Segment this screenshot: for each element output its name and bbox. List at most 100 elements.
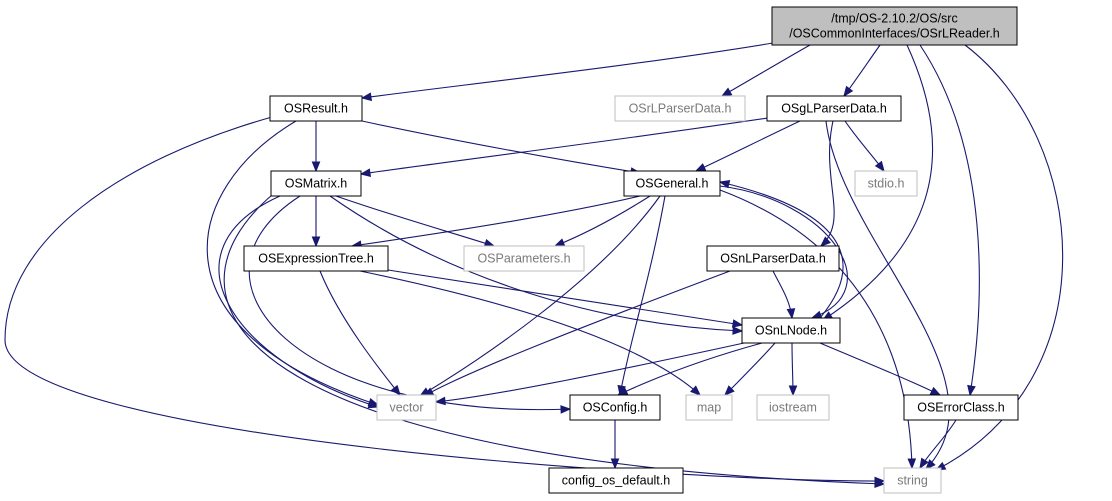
- arrowhead-icon: [874, 160, 885, 173]
- edge-osmatrix-to-vector: [218, 195, 380, 409]
- node-osexpressiontree[interactable]: OSExpressionTree.h: [243, 245, 389, 272]
- node-box: [766, 95, 902, 122]
- arrowhead-icon: [874, 479, 886, 489]
- edge-root-to-osglparserdata: [843, 44, 881, 98]
- node-osrlparserdata: OSrLParserData.h: [614, 95, 746, 122]
- edge-osexpressiontree-to-map: [359, 270, 701, 396]
- node-label: OSErrorClass.h: [917, 401, 1005, 415]
- edge-line: [435, 342, 745, 403]
- arrowhead-icon: [360, 92, 372, 102]
- edge-osglparserdata-to-osnlparserdata: [820, 120, 835, 247]
- arrowhead-icon: [925, 459, 936, 470]
- arrowhead-icon: [694, 163, 707, 172]
- node-box: [463, 245, 585, 272]
- arrowhead-icon: [610, 458, 620, 470]
- node-label: OSConfig.h: [583, 401, 648, 415]
- edge-line: [329, 195, 743, 332]
- edge-line: [820, 120, 835, 247]
- node-configosdefault[interactable]: config_os_default.h: [548, 467, 684, 494]
- node-osgeneral[interactable]: OSGeneral.h: [623, 170, 721, 197]
- edge-osconfig-to-configosdefault: [610, 419, 620, 470]
- arrowhead-icon: [718, 179, 731, 189]
- node-osglparserdata[interactable]: OSgLParserData.h: [766, 95, 902, 122]
- node-label: OSParameters.h: [477, 252, 570, 266]
- edge-osmatrix-to-osnlnode: [329, 195, 744, 335]
- edge-line: [361, 120, 641, 174]
- edge-root-to-oserrorclass: [919, 44, 980, 397]
- node-label: config_os_default.h: [562, 474, 670, 488]
- edge-osnlnode-to-vector: [434, 342, 745, 406]
- node-label: OSExpressionTree.h: [258, 252, 374, 266]
- edge-line: [695, 120, 801, 172]
- node-label: OSMatrix.h: [285, 177, 348, 191]
- arrowhead-icon: [560, 405, 572, 414]
- edge-osmatrix-to-osconfig: [248, 195, 572, 414]
- edge-osnlnode-to-map: [724, 342, 776, 396]
- edge-line: [423, 270, 731, 397]
- node-vector: vector: [376, 394, 437, 421]
- edge-line: [719, 181, 844, 319]
- arrowhead-icon: [788, 385, 798, 397]
- edge-osresult-to-osgeneral: [361, 120, 642, 176]
- edge-osgeneral-to-string: [719, 189, 917, 470]
- edge-line: [361, 42, 774, 99]
- node-box: [269, 95, 363, 122]
- node-stdio: stdio.h: [854, 170, 918, 197]
- arrowhead-icon: [311, 236, 321, 248]
- edge-line: [719, 189, 913, 469]
- edge-line: [351, 195, 641, 247]
- node-osmatrix[interactable]: OSMatrix.h: [270, 170, 362, 197]
- edge-osglparserdata-to-stdio: [844, 120, 885, 173]
- node-label: /OSCommonInterfaces/OSrLReader.h: [789, 27, 1000, 41]
- node-root[interactable]: /tmp/OS-2.10.2/OS/src/OSCommonInterfaces…: [771, 6, 1018, 46]
- edge-line: [248, 195, 571, 411]
- node-osresult[interactable]: OSResult.h: [269, 95, 363, 122]
- edge-line: [223, 194, 885, 485]
- arrowhead-icon: [731, 319, 744, 328]
- node-osconfig[interactable]: OSConfig.h: [569, 394, 661, 421]
- node-oserrorclass[interactable]: OSErrorClass.h: [903, 394, 1019, 421]
- arrowhead-icon: [843, 85, 854, 98]
- arrowhead-icon: [553, 238, 566, 247]
- edge-osexpressiontree-to-osnlnode: [387, 269, 744, 328]
- edge-line: [335, 195, 495, 247]
- edge-osnlparserdata-to-osnlnode: [772, 270, 796, 320]
- edge-osglparserdata-to-osmatrix: [359, 117, 769, 177]
- edge-osmatrix-to-osexpressiontree: [311, 195, 321, 248]
- node-box: [741, 317, 841, 344]
- arrowhead-icon: [919, 457, 929, 470]
- edge-line: [822, 44, 934, 321]
- edge-line: [919, 44, 980, 396]
- node-box: [243, 245, 389, 272]
- edge-line: [206, 120, 379, 406]
- edge-line: [724, 342, 776, 396]
- arrowhead-icon: [786, 308, 796, 320]
- edge-osmatrix-to-string: [223, 194, 886, 489]
- node-osparameters: OSParameters.h: [463, 245, 585, 272]
- arrowhead-icon: [907, 458, 917, 470]
- edge-line: [554, 195, 651, 247]
- arrowhead-icon: [732, 326, 744, 335]
- node-box: [883, 467, 942, 494]
- edge-root-to-osresult: [360, 42, 774, 102]
- node-label: OSnLNode.h: [755, 324, 827, 338]
- edge-line: [825, 120, 950, 470]
- arrowhead-icon: [820, 236, 831, 247]
- edge-osnlnode-to-osgeneral: [718, 179, 844, 319]
- node-label: vector: [389, 401, 423, 415]
- node-osnlparserdata[interactable]: OSnLParserData.h: [706, 245, 840, 272]
- node-label: string: [897, 474, 928, 488]
- edge-osgeneral-to-osexpressiontree: [350, 195, 641, 249]
- edge-line: [844, 120, 885, 172]
- node-iostream: iostream: [756, 394, 830, 421]
- node-label: OSgLParserData.h: [781, 102, 887, 116]
- node-label: stdio.h: [868, 177, 905, 191]
- edge-osexpressiontree-to-vector: [319, 270, 401, 397]
- arrowhead-icon: [434, 396, 446, 406]
- node-box: [623, 170, 721, 197]
- node-box: [614, 95, 746, 122]
- node-label: OSResult.h: [284, 102, 348, 116]
- edge-line: [387, 269, 743, 326]
- node-osnlnode[interactable]: OSnLNode.h: [741, 317, 841, 344]
